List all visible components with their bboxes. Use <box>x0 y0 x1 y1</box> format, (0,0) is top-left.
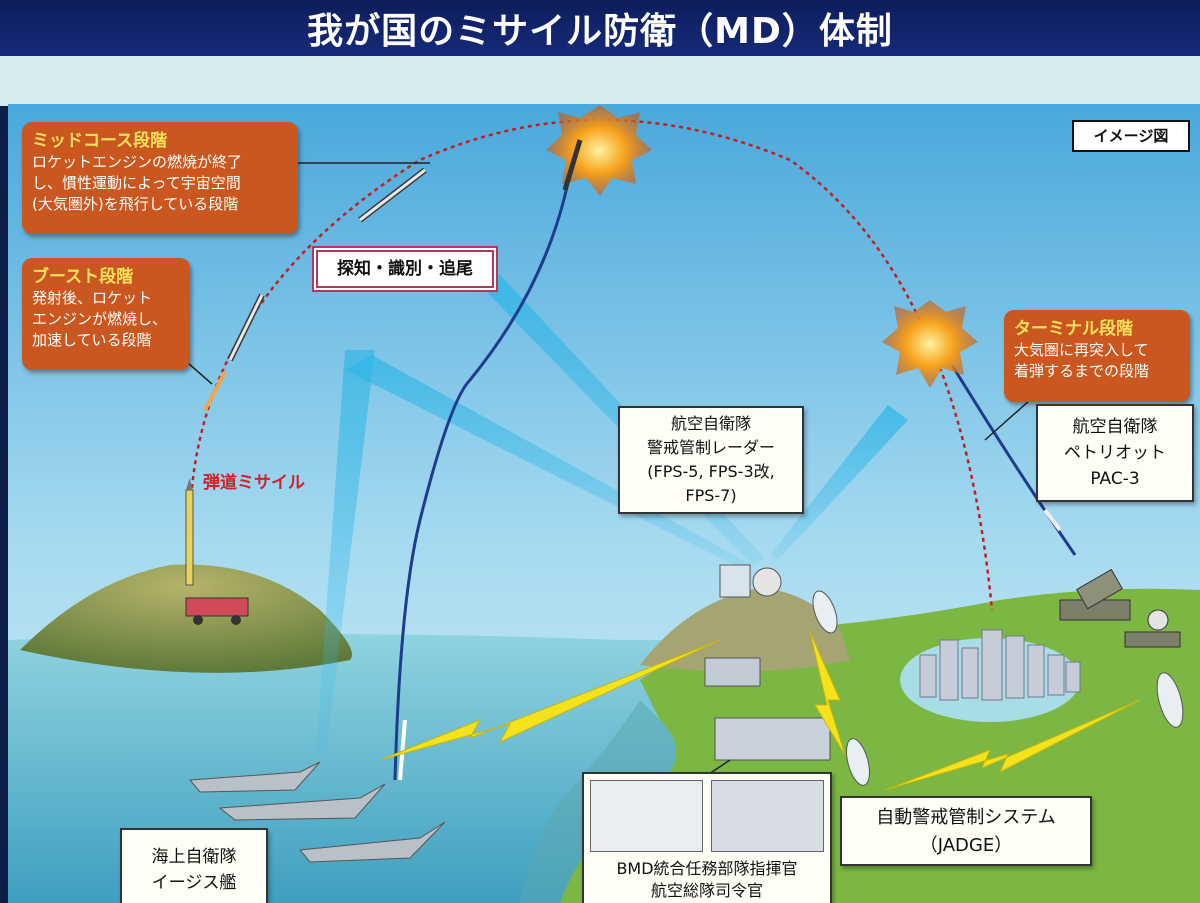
terminal-phase-title: ターミナル段階 <box>1014 319 1133 339</box>
title-bar <box>0 0 1200 56</box>
radar-beam-terminal <box>770 405 908 560</box>
aegis-beam-up <box>316 350 375 755</box>
boost-phase-desc-line: エンジンが燃焼し、 <box>32 310 168 328</box>
midcourse-phase-desc-line: (大気圏外)を飛行している段階 <box>32 195 239 213</box>
terminal-phase-desc-line: 大気圏に再突入して <box>1014 341 1149 359</box>
boost-phase-desc-line: 加速している段階 <box>32 331 152 349</box>
ballistic-missile-icon <box>185 478 194 586</box>
boost-phase-title: ブースト段階 <box>32 267 134 287</box>
lightning-icon <box>379 631 1141 791</box>
building-icon <box>704 657 761 687</box>
midcourse-phase-box: ミッドコース段階 ロケットエンジンの燃焼が終了 し、慣性運動によって宇宙空間 (… <box>22 122 298 234</box>
radar-label-line: FPS-7) <box>685 486 737 505</box>
radar-dish-icon <box>846 738 870 786</box>
interceptor-missile-icon <box>1043 508 1062 532</box>
city-buildings <box>919 629 1081 701</box>
missile-launcher-truck-icon <box>185 597 249 625</box>
patriot-label-line: 航空自衛隊 <box>1072 417 1158 437</box>
boost-phase-desc-line: 発射後、ロケット <box>32 289 153 307</box>
ballistic-missile-label: 弾道ミサイル <box>203 473 305 493</box>
command-center-images <box>590 780 824 852</box>
radar-label-line: 警戒管制レーダー <box>646 438 775 457</box>
aegis-label-line: イージス艦 <box>151 873 237 893</box>
detect-identify-track-label: 探知・識別・追尾 <box>314 248 496 290</box>
radar-dish-icon <box>1156 672 1184 728</box>
bmd-label-line: 航空総隊司令官 <box>650 881 763 900</box>
radar-dish-icon <box>812 590 838 634</box>
frame-band <box>0 56 1200 106</box>
command-room-image <box>590 780 703 852</box>
building-icon <box>714 717 831 761</box>
launch-island <box>20 564 352 673</box>
pac3-intercept-path <box>950 364 1077 556</box>
jadge-label-line: （JADGE） <box>919 835 1013 856</box>
interceptor-missile-icon <box>562 139 583 191</box>
midcourse-phase-desc-line: ロケットエンジンの燃焼が終了 <box>32 153 243 171</box>
terminal-phase-desc-line: 着弾するまでの段階 <box>1014 362 1150 380</box>
sm3-intercept-path <box>393 139 577 781</box>
aegis-label-box: 海上自衛隊 イージス艦 <box>120 828 268 903</box>
bmd-command-box: BMD統合任務部隊指揮官 航空総隊司令官 <box>582 772 832 903</box>
callout-line-boost <box>187 362 213 385</box>
midcourse-phase-title: ミッドコース段階 <box>32 131 168 151</box>
operations-room-image <box>711 780 824 852</box>
radar-dome-icon <box>719 564 782 598</box>
boost-phase-box: ブースト段階 発射後、ロケット エンジンが燃焼し、 加速している段階 <box>22 258 190 370</box>
ballistic-missile-icon <box>203 293 265 411</box>
explosion-icon <box>882 300 978 388</box>
aegis-label-line: 海上自衛隊 <box>151 847 237 867</box>
radar-label-line: (FPS-5, FPS-3改, <box>647 462 775 481</box>
radar-label-line: 航空自衛隊 <box>670 414 751 433</box>
patriot-launcher-icon <box>1059 568 1131 621</box>
jadge-label-box: 自動警戒管制システム （JADGE） <box>840 796 1092 866</box>
terminal-phase-box: ターミナル段階 大気圏に再突入して 着弾するまでの段階 <box>1004 310 1190 402</box>
patriot-label-line: ペトリオット <box>1064 443 1166 463</box>
jadge-label-line: 自動警戒管制システム <box>876 807 1056 828</box>
radar-beam-ship <box>345 355 752 572</box>
patriot-label-box: 航空自衛隊 ペトリオット PAC-3 <box>1036 404 1194 502</box>
aegis-ship-icon <box>188 761 446 863</box>
sm3-exhaust <box>398 719 407 781</box>
image-diagram-tag: イメージ図 <box>1072 120 1190 152</box>
patriot-label-line: PAC-3 <box>1090 469 1140 489</box>
midcourse-phase-desc-line: し、慣性運動によって宇宙空間 <box>32 174 241 192</box>
radar-label-box: 航空自衛隊 警戒管制レーダー (FPS-5, FPS-3改, FPS-7) <box>618 406 804 514</box>
page-title: 我が国のミサイル防衛（MD）体制 <box>307 11 893 52</box>
ballistic-missile-icon <box>358 167 427 223</box>
callout-line-terminal <box>984 399 1031 441</box>
patriot-radar-icon <box>1124 609 1181 648</box>
bmd-label-line: BMD統合任務部隊指揮官 <box>616 859 798 878</box>
